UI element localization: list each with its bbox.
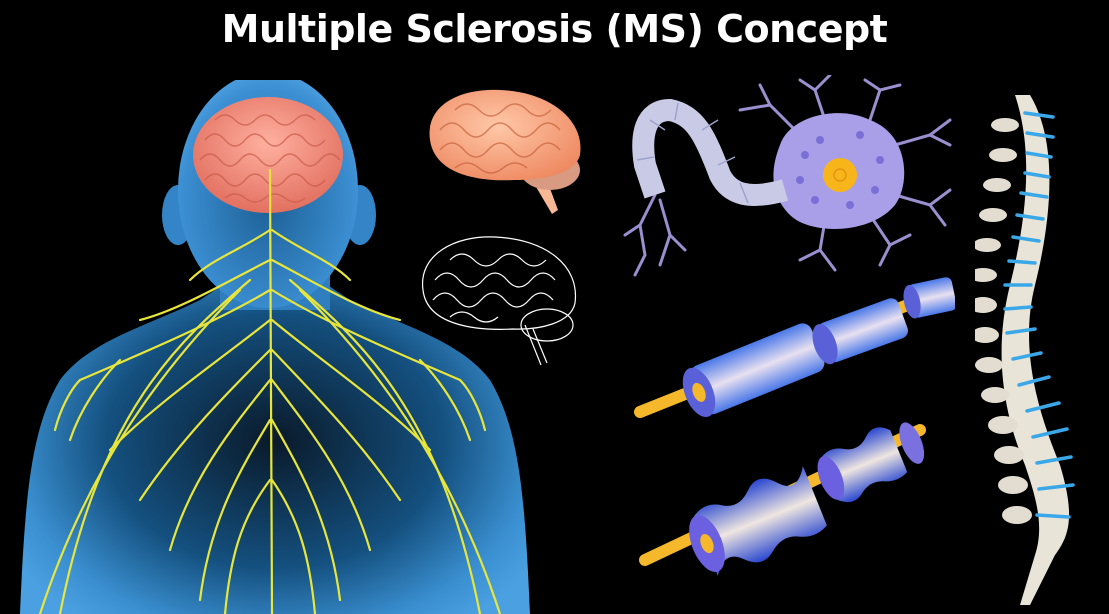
nucleus-icon [823, 158, 857, 192]
brain-side-outline-illustration [415, 225, 585, 370]
page-title: Multiple Sclerosis (MS) Concept [221, 7, 888, 51]
torso-shape [20, 230, 530, 614]
brain-side-color-illustration [420, 80, 590, 220]
axon-myelin-icon [632, 98, 789, 206]
brain-outline-icon [422, 236, 577, 330]
human-nervous-system-illustration [0, 80, 580, 614]
spine-illustration [975, 85, 1100, 610]
damaged-myelin-illustration [630, 400, 950, 580]
nerve-network [38, 168, 502, 614]
vertebral-column-icon [1001, 95, 1070, 605]
brain-icon [429, 89, 581, 181]
intervertebral-discs [1003, 111, 1075, 519]
healthy-myelin-illustration [625, 270, 955, 420]
neuron-illustration [610, 75, 960, 285]
